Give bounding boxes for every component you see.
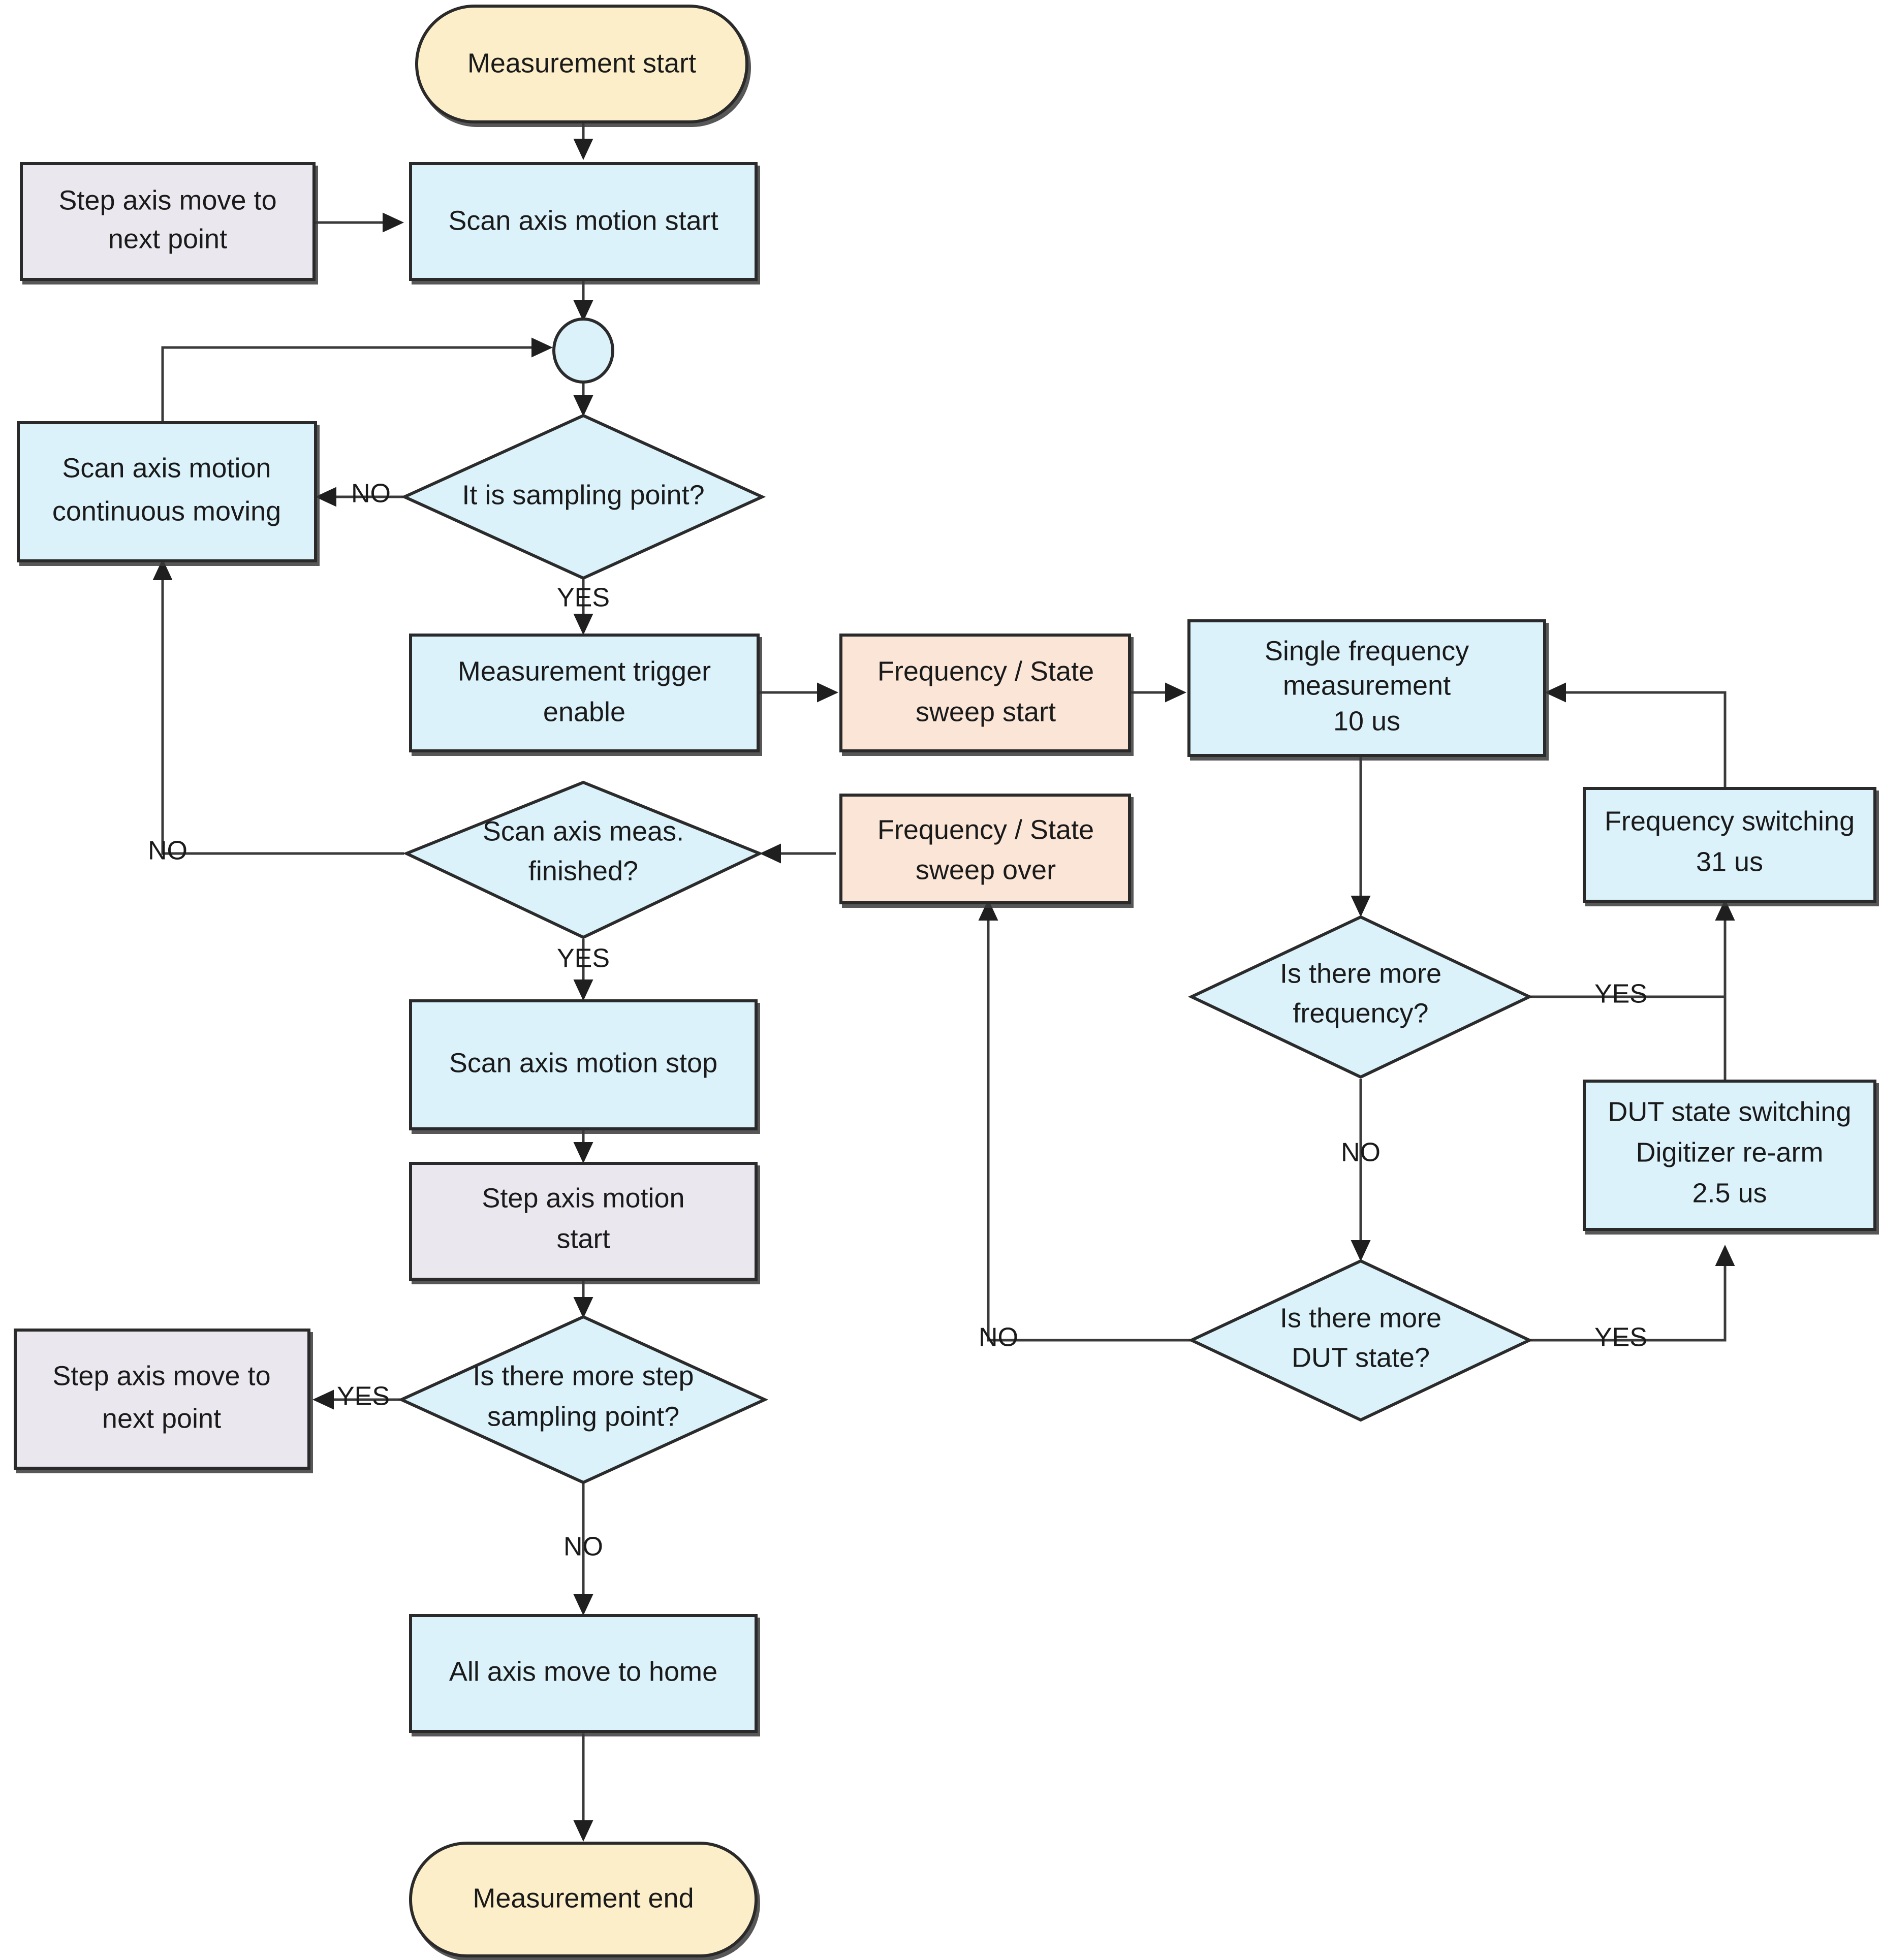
node-junction-connector[interactable] (552, 318, 614, 384)
edge-label-morefreq-no: NO (1341, 1138, 1381, 1167)
scan-axis-continuous-line1: Scan axis motion (62, 453, 271, 483)
single-frequency-line2: measurement (1283, 670, 1451, 701)
measurement-start-label: Measurement start (467, 48, 696, 78)
node-step-axis-move-top[interactable]: Step axis move to next point (20, 162, 316, 281)
scan-axis-meas-line2: finished? (528, 856, 638, 886)
scan-axis-motion-stop-shape (409, 999, 758, 1130)
node-is-more-frequency[interactable]: Is there more frequency? (1187, 915, 1533, 1079)
node-step-axis-move-bottom[interactable]: Step axis move to next point (14, 1329, 310, 1470)
all-axis-move-home-shape (409, 1614, 758, 1733)
is-more-dut-line1: Is there more (1280, 1303, 1441, 1333)
is-more-frequency-line1: Is there more (1280, 958, 1441, 989)
connectors (152, 122, 1735, 1842)
node-single-frequency-measurement[interactable]: Single frequency measurement 10 us (1187, 619, 1546, 757)
edge-label-moredut-no: NO (979, 1323, 1018, 1352)
single-frequency-measurement-shape (1187, 619, 1546, 757)
node-step-axis-motion-start[interactable]: Step axis motion start (409, 1162, 758, 1281)
edge-label-morestep-no: NO (563, 1532, 603, 1562)
measurement-end-shape (409, 1842, 758, 1957)
is-sampling-point-label: It is sampling point? (462, 480, 704, 510)
scan-axis-motion-start-shape (409, 162, 758, 281)
step-axis-motion-start-line2: start (556, 1223, 610, 1254)
edge-label-scanmeas-yes: YES (557, 944, 610, 973)
is-more-dut-line2: DUT state? (1292, 1342, 1430, 1373)
scan-axis-continuous-shape (17, 421, 317, 562)
edge-label-morefreq-yes: YES (1594, 979, 1647, 1009)
is-more-step-line1: Is there more step (473, 1361, 694, 1391)
is-more-step-shape (397, 1315, 769, 1484)
node-frequency-switching[interactable]: Frequency switching 31 us (1583, 787, 1876, 903)
node-scan-axis-meas-finished[interactable]: Scan axis meas. finished? (402, 780, 764, 939)
step-axis-motion-start-line1: Step axis motion (482, 1183, 684, 1213)
is-more-dut-state-shape (1187, 1259, 1533, 1422)
scan-axis-motion-start-label: Scan axis motion start (448, 205, 718, 236)
measurement-end-label: Measurement end (473, 1883, 694, 1913)
edge-moredut-no-to-sweepover (978, 899, 1192, 1342)
step-axis-move-top-shape (20, 162, 316, 281)
measurement-trigger-line2: enable (543, 697, 625, 727)
node-measurement-end[interactable]: Measurement end (409, 1842, 758, 1957)
sweep-start-line2: sweep start (916, 697, 1056, 727)
single-frequency-line1: Single frequency (1265, 636, 1469, 666)
step-axis-move-bottom-shape (14, 1329, 310, 1470)
frequency-switching-line2: 31 us (1696, 846, 1763, 877)
node-is-more-step-sampling-point[interactable]: Is there more step sampling point? (397, 1315, 769, 1484)
measurement-trigger-line1: Measurement trigger (458, 656, 711, 686)
sweep-over-shape (839, 794, 1131, 904)
scan-axis-meas-finished-shape (402, 780, 764, 939)
edge-label-moredut-yes: YES (1594, 1323, 1647, 1352)
sweep-start-line1: Frequency / State (877, 656, 1094, 686)
node-all-axis-move-home[interactable]: All axis move to home (409, 1614, 758, 1733)
is-sampling-point-shape (400, 414, 766, 580)
edge-moredut-yes-rail (1529, 1245, 1735, 1342)
node-scan-axis-continuous-moving[interactable]: Scan axis motion continuous moving (17, 421, 317, 562)
dut-state-line2: Digitizer re-arm (1636, 1137, 1823, 1167)
node-scan-axis-motion-start[interactable]: Scan axis motion start (409, 162, 758, 281)
edge-label-sampling-no: NO (351, 479, 391, 509)
node-dut-state-switching[interactable]: DUT state switching Digitizer re-arm 2.5… (1583, 1080, 1876, 1231)
is-more-frequency-line2: frequency? (1293, 998, 1428, 1028)
edge-freqswitch-to-singlefreq (1545, 682, 1727, 788)
node-sweep-start[interactable]: Frequency / State sweep start (839, 634, 1131, 752)
dut-state-switching-shape (1583, 1080, 1876, 1231)
edge-label-sampling-yes: YES (557, 583, 610, 613)
step-axis-move-top-line2: next point (108, 224, 227, 254)
is-more-step-line2: sampling point? (487, 1401, 679, 1432)
node-scan-axis-motion-stop[interactable]: Scan axis motion stop (409, 999, 758, 1130)
node-measurement-start[interactable]: Measurement start (415, 5, 748, 123)
all-axis-move-home-label: All axis move to home (449, 1656, 717, 1687)
node-is-sampling-point[interactable]: It is sampling point? (400, 414, 766, 580)
is-more-frequency-shape (1187, 915, 1533, 1079)
step-axis-move-bottom-line1: Step axis move to (52, 1361, 270, 1391)
dut-state-line3: 2.5 us (1692, 1178, 1767, 1208)
scan-axis-meas-line1: Scan axis meas. (483, 816, 684, 846)
frequency-switching-shape (1583, 787, 1876, 903)
measurement-trigger-enable-shape (409, 634, 760, 752)
scan-axis-continuous-line2: continuous moving (52, 496, 281, 526)
edge-scanmeas-no-to-continuous (152, 559, 404, 855)
step-axis-motion-start-shape (409, 1162, 758, 1281)
sweep-start-shape (839, 634, 1131, 752)
junction-circle-shape (552, 318, 614, 384)
step-axis-move-top-line1: Step axis move to (58, 185, 276, 215)
scan-axis-motion-stop-label: Scan axis motion stop (449, 1048, 717, 1078)
frequency-switching-line1: Frequency switching (1605, 806, 1855, 836)
node-is-more-dut-state[interactable]: Is there more DUT state? (1187, 1259, 1533, 1422)
edge-continuous-to-junction (161, 337, 553, 422)
step-axis-move-bottom-line2: next point (102, 1403, 221, 1434)
sweep-over-line2: sweep over (916, 855, 1056, 885)
measurement-start-shape (415, 5, 748, 123)
sweep-over-line1: Frequency / State (877, 814, 1094, 845)
dut-state-line1: DUT state switching (1608, 1096, 1851, 1127)
edge-label-morestep-yes: YES (337, 1382, 390, 1411)
node-measurement-trigger-enable[interactable]: Measurement trigger enable (409, 634, 760, 752)
single-frequency-line3: 10 us (1333, 706, 1400, 736)
node-sweep-over[interactable]: Frequency / State sweep over (839, 794, 1131, 904)
edge-label-scanmeas-no: NO (148, 836, 187, 866)
